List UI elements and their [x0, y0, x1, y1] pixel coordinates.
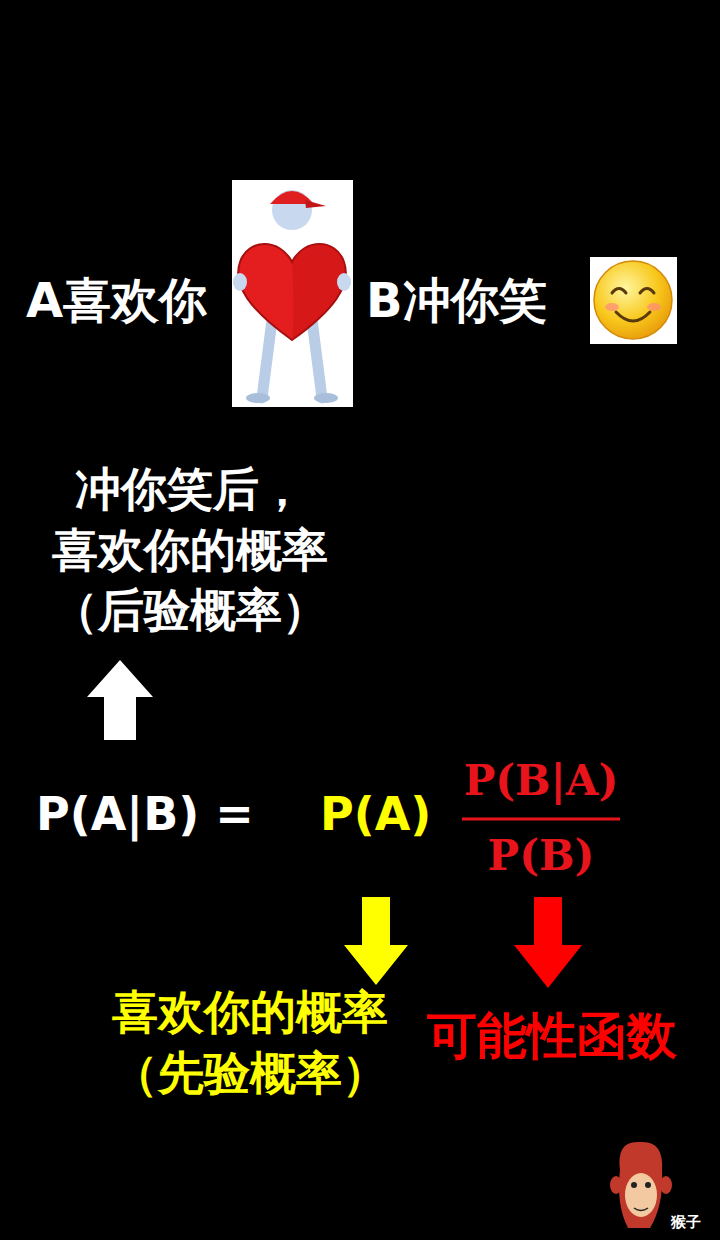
- down-arrow-red: [514, 897, 582, 988]
- event-label: A喜欢你: [26, 270, 207, 330]
- event-label: B冲你笑: [366, 270, 547, 330]
- heart-figure: [233, 190, 351, 403]
- down-arrow-yellow: [344, 897, 408, 985]
- formula-denominator: P(B): [488, 830, 595, 883]
- fraction-bar: [462, 818, 620, 821]
- up-arrow: [87, 660, 153, 740]
- smiley-panel: [590, 257, 677, 344]
- formula-left: P(A|B) =: [36, 786, 254, 844]
- formula-prior: P(A): [320, 786, 431, 844]
- heart-figure-panel: [232, 180, 353, 407]
- smiley-face: [594, 261, 672, 339]
- prior-note: 喜欢你的概率 （先验概率）: [80, 982, 420, 1103]
- monkey-logo: [610, 1142, 672, 1228]
- posterior-note: 冲你笑后， 喜欢你的概率 （后验概率）: [20, 459, 360, 641]
- watermark: 猴子: [671, 1213, 701, 1232]
- likelihood-note: 可能性函数: [427, 1005, 677, 1068]
- formula-numerator: P(B|A): [464, 755, 619, 808]
